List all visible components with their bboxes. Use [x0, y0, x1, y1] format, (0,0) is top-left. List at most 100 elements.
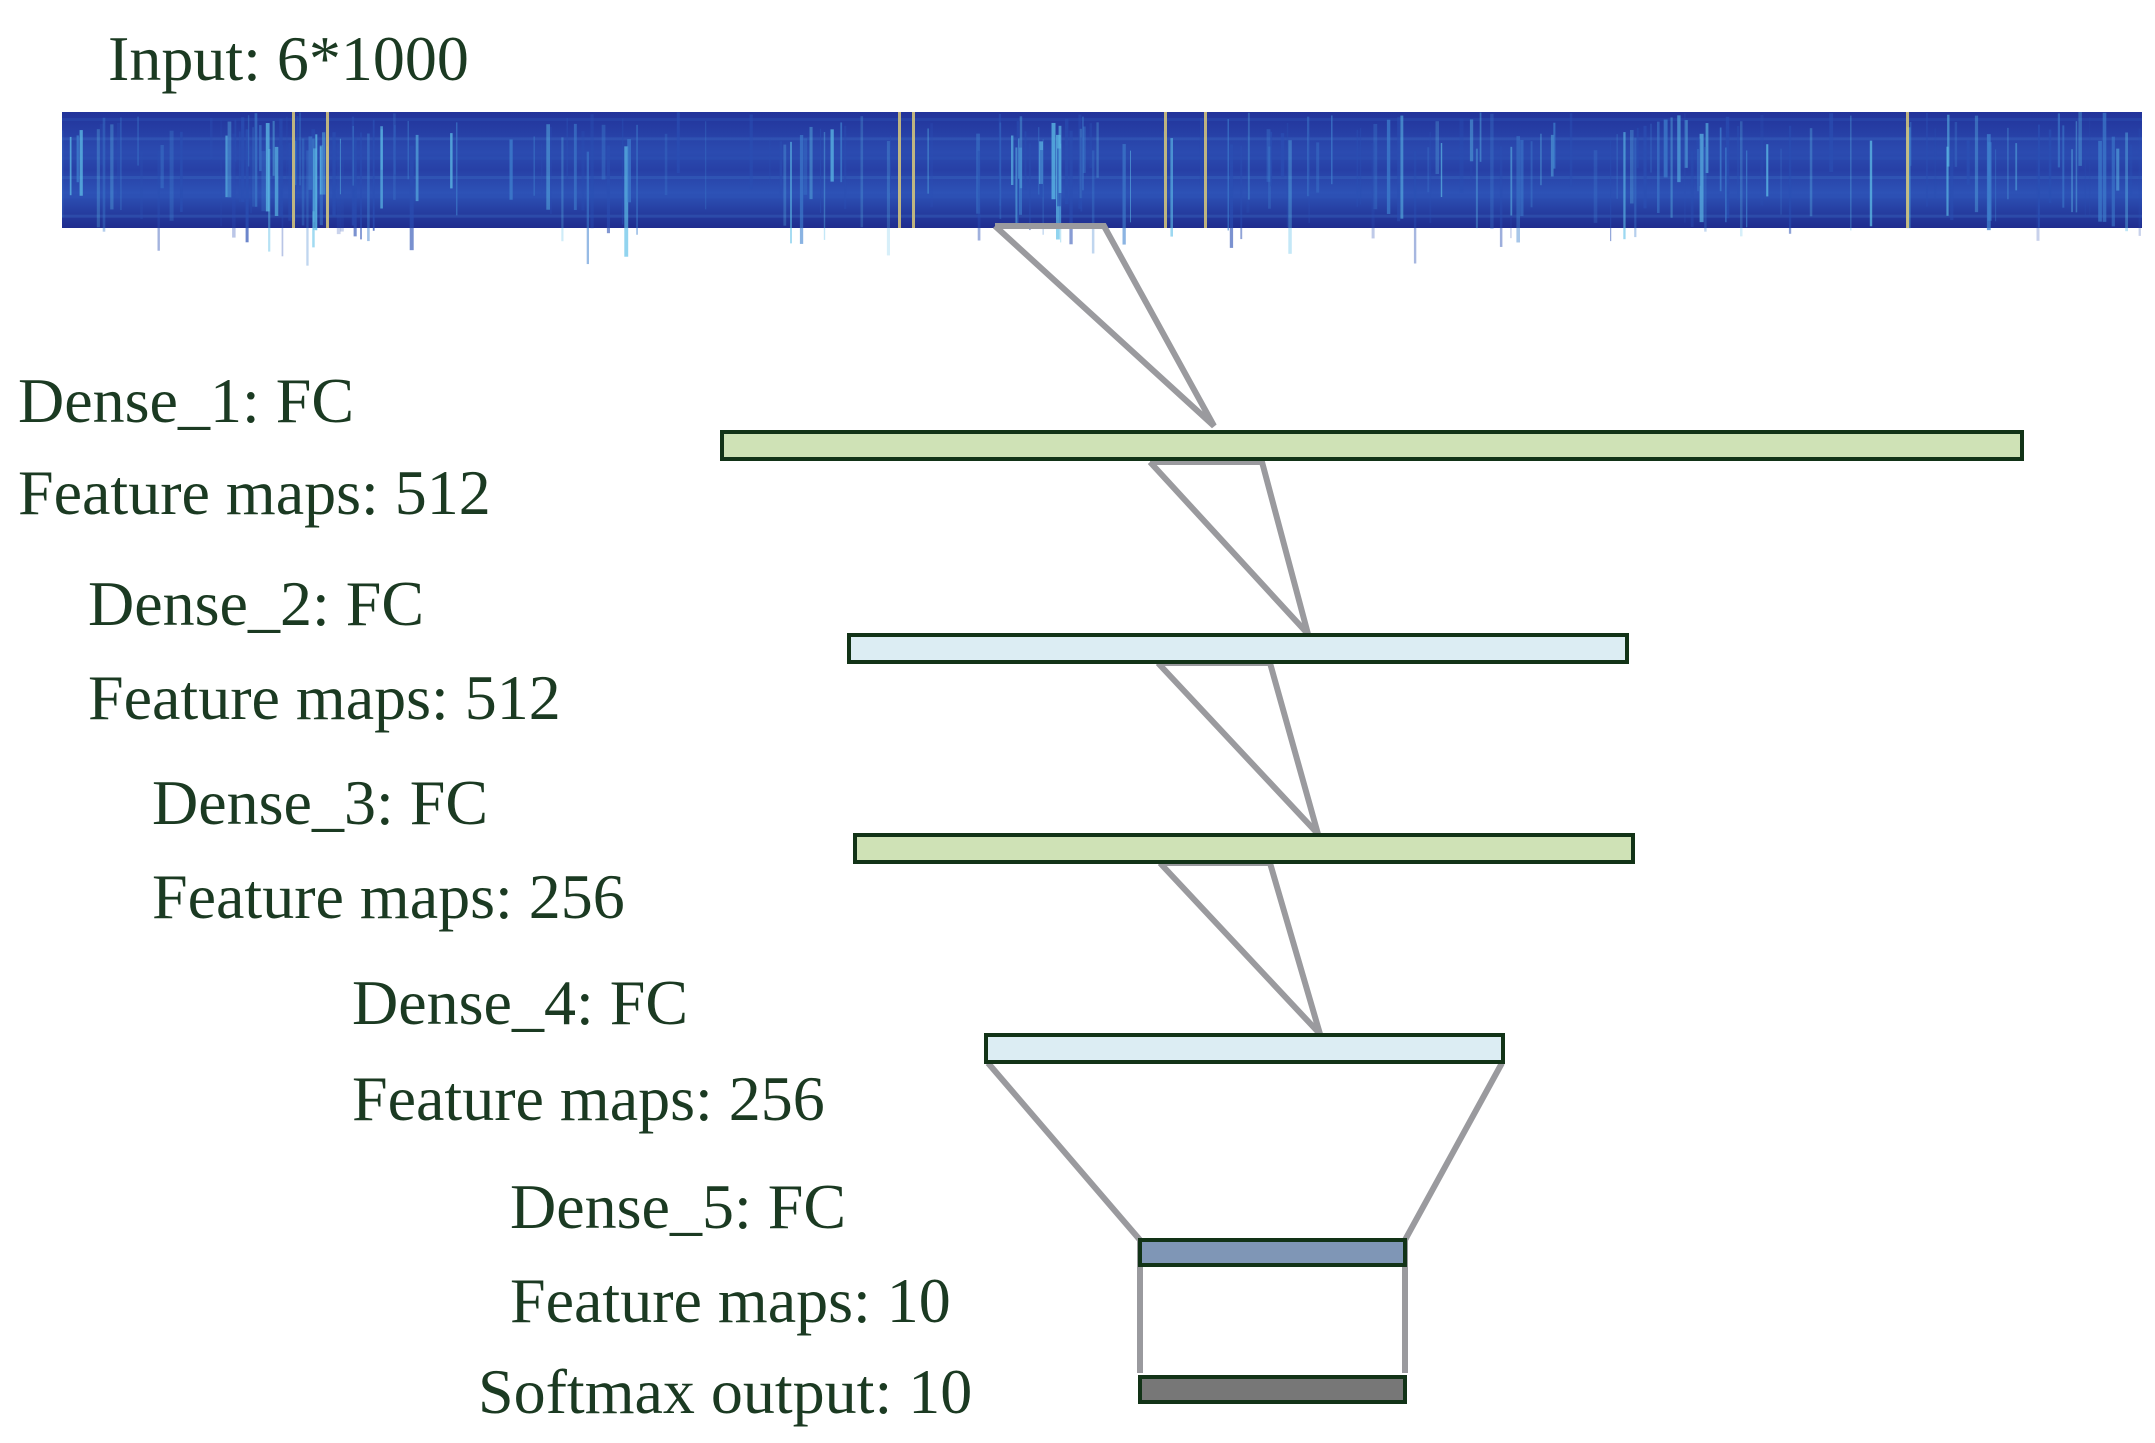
heatmap-streak [1540, 133, 1542, 186]
heatmap-spike [1204, 112, 1207, 228]
heatmap-streak [509, 139, 513, 200]
heatmap-streak [288, 142, 292, 221]
heatmap-streak [351, 116, 355, 226]
heatmap-streak [1082, 126, 1086, 174]
heatmap-streak [332, 132, 336, 217]
heatmap-streak [281, 144, 284, 257]
heatmap-streak [268, 148, 271, 252]
heatmap-streak [1064, 118, 1069, 205]
heatmap-streak [546, 124, 550, 210]
heatmap-streak [274, 146, 279, 216]
connector-dense1-dense2 [1147, 459, 1311, 637]
heatmap-streak [1725, 147, 1727, 223]
heatmap-streak [160, 144, 164, 189]
softmax-bar [1138, 1375, 1407, 1404]
heatmap-streak [769, 139, 771, 185]
heatmap-streak [308, 136, 313, 190]
heatmap-streak [296, 116, 299, 180]
heatmap-streak [299, 112, 301, 186]
heatmap-streak [799, 135, 804, 244]
heatmap-streak [1699, 133, 1704, 223]
heatmap-streak [1307, 116, 1310, 197]
heatmap-spike [326, 112, 329, 228]
heatmap-streak [1950, 149, 1954, 221]
dense5-name: Dense_5: FC [510, 1171, 846, 1242]
heatmap-streak [372, 119, 375, 231]
connector-input-dense1 [992, 223, 1217, 429]
heatmap-streak [1719, 127, 1722, 192]
heatmap-streak [590, 114, 594, 229]
heatmap-streak [1089, 123, 1093, 169]
heatmap-streak [110, 124, 114, 210]
dense3-bar [853, 833, 1635, 864]
heatmap-streak [2071, 149, 2073, 213]
dense1-maps: Feature maps: 512 [18, 457, 491, 528]
heatmap-streak [1078, 114, 1082, 209]
heatmap-streak [1266, 129, 1271, 182]
heatmap-streak [1569, 113, 1573, 187]
dense4-name: Dense_4: FC [352, 967, 688, 1038]
heatmap-streak [1737, 126, 1740, 201]
heatmap-streak [279, 118, 283, 217]
heatmap-streak [1029, 143, 1031, 231]
heatmap-streak [1593, 150, 1598, 223]
heatmap-streak [295, 140, 297, 186]
heatmap-streak [1740, 121, 1743, 237]
heatmap-streak [1356, 129, 1359, 207]
connector-dense4-dense5 [985, 1061, 1143, 1373]
heatmap-streak [1359, 128, 1362, 205]
heatmap-streak [790, 141, 792, 244]
heatmap-streak [664, 133, 668, 196]
heatmap-streak [79, 130, 83, 196]
heatmap-streak [1704, 146, 1707, 232]
heatmap-streak [1373, 123, 1378, 210]
heatmap-streak [1122, 144, 1126, 245]
heatmap-streak [1499, 146, 1503, 247]
heatmap-streak [1018, 138, 1020, 179]
softmax-label: Softmax output: 10 [478, 1356, 972, 1427]
heatmap-streak [1469, 119, 1474, 162]
heatmap-streak [1663, 119, 1668, 178]
heatmap-streak [561, 137, 564, 242]
heatmap-streak [1397, 117, 1401, 222]
heatmap-streak [120, 117, 122, 211]
heatmap-streak [1371, 142, 1375, 239]
heatmap-streak [1130, 150, 1131, 223]
dense2-bar [847, 633, 1629, 664]
heatmap-streak [783, 144, 787, 226]
heatmap-streak [69, 136, 72, 196]
heatmap-streak [627, 139, 631, 203]
heatmap-streak [2075, 121, 2078, 213]
heatmap-streak [1331, 115, 1333, 185]
heatmap-streak [676, 112, 680, 174]
input-label: Input: 6*1000 [108, 23, 469, 94]
heatmap-streak [2125, 132, 2128, 232]
heatmap-streak [1760, 114, 1764, 206]
heatmap-streak [2084, 145, 2086, 217]
heatmap-streak [367, 133, 370, 242]
heatmap-streak [581, 131, 585, 211]
heatmap-streak [1909, 121, 1912, 166]
heatmap-streak [1091, 150, 1095, 254]
heatmap-streak [137, 116, 139, 166]
heatmap-band [62, 137, 2142, 141]
heatmap-streak [1766, 144, 1769, 197]
heatmap-streak [261, 151, 266, 212]
heatmap-streak [407, 120, 409, 180]
connector-dense2-dense3 [1155, 660, 1321, 837]
heatmap-streak [1058, 125, 1062, 193]
heatmap-streak [157, 150, 160, 251]
heatmap-streak [272, 120, 275, 176]
heatmap-streak [1413, 151, 1417, 264]
heatmap-streak [1947, 114, 1950, 167]
heatmap-streak [1809, 128, 1813, 217]
heatmap-streak [1247, 112, 1250, 200]
heatmap-streak [820, 128, 822, 214]
input-heatmap [62, 112, 2142, 266]
heatmap-streak [1634, 137, 1637, 238]
heatmap-streak [456, 122, 458, 216]
heatmap-streak [1024, 131, 1027, 190]
heatmap-streak [1510, 146, 1513, 216]
heatmap-streak [1780, 148, 1782, 215]
